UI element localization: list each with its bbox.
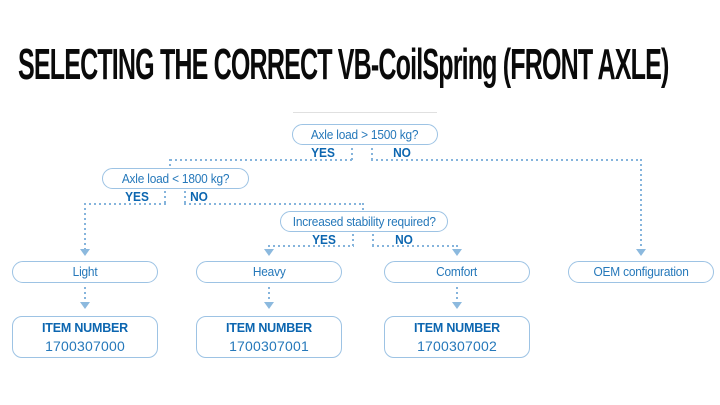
connector-line [456, 287, 458, 302]
decision-3-no-label: NO [395, 233, 413, 247]
decision-axle-load-1800-label: Axle load < 1800 kg? [121, 171, 230, 186]
item-number-box-light: ITEM NUMBER 1700307000 [12, 316, 158, 358]
connector-line [456, 245, 458, 250]
connector-line [84, 287, 86, 302]
item-number-value: 1700307000 [45, 337, 125, 354]
outcome-comfort: Comfort [384, 261, 530, 283]
arrow-to-light [80, 249, 90, 256]
arrow-to-comfort [452, 249, 462, 256]
connector-line [371, 148, 373, 160]
item-number-value: 1700307001 [229, 337, 309, 354]
decision-axle-load-1800: Axle load < 1800 kg? [102, 168, 249, 189]
outcome-comfort-label: Comfort [436, 265, 478, 279]
connector-line [362, 203, 364, 212]
outcome-light: Light [12, 261, 158, 283]
arrow-to-item-2 [264, 302, 274, 309]
item-number-heading: ITEM NUMBER [226, 320, 312, 335]
decision-stability: Increased stability required? [280, 211, 448, 232]
decision-axle-load-1500: Axle load > 1500 kg? [292, 124, 438, 145]
item-number-box-heavy: ITEM NUMBER 1700307001 [196, 316, 342, 358]
connector-line [170, 159, 353, 161]
connector-line [184, 191, 186, 204]
connector-line [164, 191, 166, 204]
connector-line [372, 234, 374, 246]
arrow-to-heavy [264, 249, 274, 256]
connector-line [84, 203, 166, 205]
decision-stability-label: Increased stability required? [292, 214, 436, 229]
item-number-box-comfort: ITEM NUMBER 1700307002 [384, 316, 530, 358]
connector-line [184, 203, 364, 205]
connector-line [169, 159, 171, 169]
item-number-value: 1700307002 [417, 337, 497, 354]
connector-line [268, 287, 270, 302]
connector-line [640, 159, 642, 249]
decision-2-no-label: NO [190, 190, 208, 204]
outcome-light-label: Light [72, 265, 98, 279]
decision-1-no-label: NO [393, 146, 411, 160]
connector-line [371, 159, 642, 161]
connector-line [268, 245, 270, 250]
outcome-heavy-label: Heavy [252, 265, 286, 279]
item-number-heading: ITEM NUMBER [42, 320, 128, 335]
decision-axle-load-1500-label: Axle load > 1500 kg? [311, 127, 419, 142]
outcome-oem-configuration-label: OEM configuration [593, 265, 689, 279]
connector-line [372, 245, 458, 247]
decision-1-yes-label: YES [311, 146, 335, 160]
page-title: SELECTING THE CORRECT VB-CoilSpring (FRO… [18, 40, 669, 89]
connector-line [84, 203, 86, 249]
connector-line [352, 234, 354, 246]
item-number-heading: ITEM NUMBER [414, 320, 500, 335]
connector-line [351, 148, 353, 160]
outcome-heavy: Heavy [196, 261, 342, 283]
faint-divider-line [293, 112, 437, 113]
connector-line [268, 245, 354, 247]
arrow-to-item-1 [80, 302, 90, 309]
decision-2-yes-label: YES [125, 190, 149, 204]
arrow-to-item-3 [452, 302, 462, 309]
arrow-to-oem [636, 249, 646, 256]
decision-3-yes-label: YES [312, 233, 336, 247]
outcome-oem-configuration: OEM configuration [568, 261, 714, 283]
